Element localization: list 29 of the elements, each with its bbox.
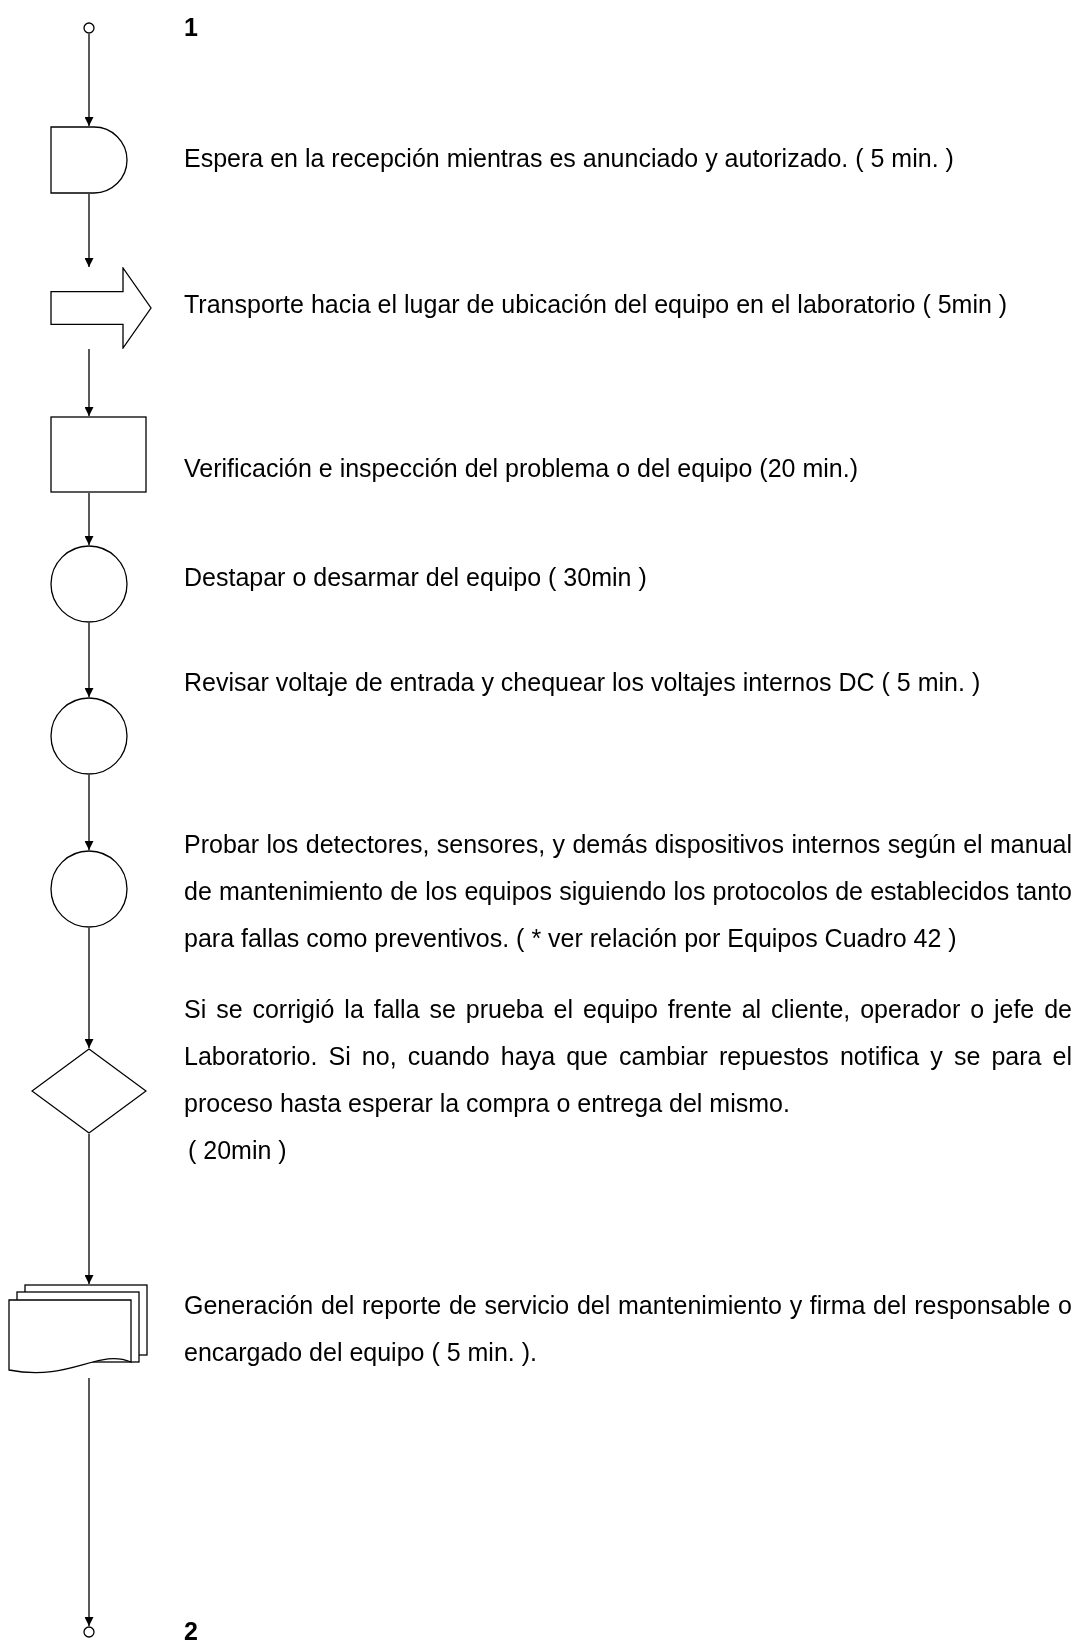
arrow — [84, 622, 94, 698]
step-description: Transporte hacia el lugar de ubicación del equipo en el laboratorio ( 5min ) — [184, 289, 1009, 320]
decision-diamond — [31, 1048, 147, 1134]
inspection-box — [50, 416, 147, 493]
circle-symbol — [50, 850, 128, 928]
arrow — [84, 1133, 94, 1285]
step-description: Revisar voltaje de entrada y chequear los voltajes internos DC ( 5 min. ) — [184, 667, 982, 698]
page-connector-number: 2 — [184, 1616, 199, 1644]
transport-arrow-symbol — [50, 267, 152, 349]
arrow — [84, 492, 94, 546]
step-description: Verificación e inspección del problema o del equipo (20 min.) — [184, 453, 859, 484]
arrow — [84, 193, 94, 268]
page-connector-number: 1 — [184, 12, 199, 43]
delay-symbol — [50, 126, 128, 194]
arrow — [84, 774, 94, 851]
circle-symbol — [50, 697, 128, 775]
step-description: Generación del reporte de servicio del mantenimiento y firma del responsable o encargado del equipo ( 5 min. ). — [184, 1290, 1072, 1368]
connector-circle — [83, 1626, 95, 1638]
circle-symbol — [50, 545, 128, 623]
step-description: Espera en la recepción mientras es anunciado y autorizado. ( 5 min. ) — [184, 143, 955, 174]
step-description: Si se corrigió la falla se prueba el equipo frente al cliente, operador o jefe de Laboratorio. Si no, cuando haya que cambiar repuestos notifica y se para el proceso hasta esperar la compra o entrega del mismo. — [184, 994, 1072, 1119]
arrow — [84, 33, 94, 127]
arrow — [84, 1377, 94, 1627]
arrow — [84, 927, 94, 1049]
step-description: Probar los detectores, sensores, y demás dispositivos internos según el manual de mantenimiento de los equipos siguiendo los protocolos de establecidos tanto para fallas como preventivos. ( * ver relación por Equipos Cuadro 42 ) — [184, 829, 1072, 954]
arrow — [84, 348, 94, 417]
step-description: ( 20min ) — [187, 1135, 288, 1166]
step-description: Destapar o desarmar del equipo ( 30min ) — [184, 562, 648, 593]
connector-circle — [83, 22, 95, 34]
